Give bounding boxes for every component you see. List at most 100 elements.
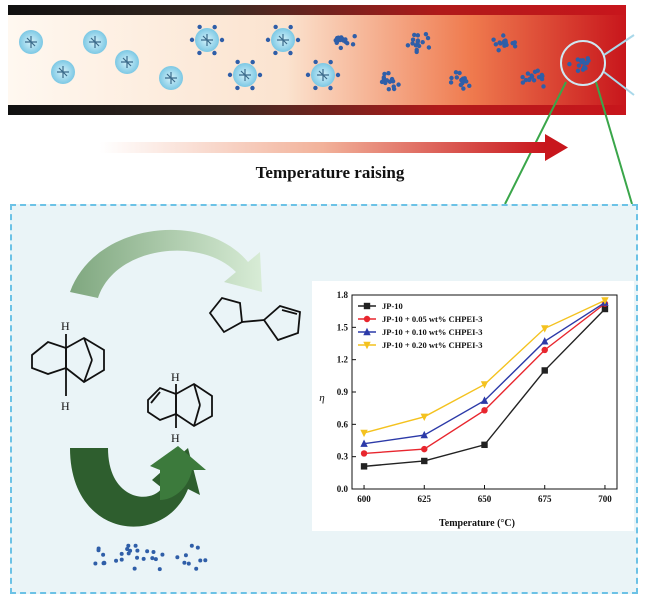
y-tick-label: 0.6 — [337, 419, 349, 429]
series-2 — [360, 300, 609, 457]
x-tick-label: 675 — [538, 494, 552, 504]
droplet-icon — [159, 66, 183, 90]
cluster-icon — [333, 34, 357, 51]
particle-dot — [135, 555, 140, 560]
particle-dot — [175, 555, 180, 560]
cluster-icon — [405, 31, 432, 55]
particle-dot — [145, 549, 150, 554]
x-tick-label: 650 — [478, 494, 492, 504]
particle-dot — [183, 553, 188, 558]
particle-dot — [133, 543, 138, 548]
particle-dot — [160, 552, 165, 557]
data-point — [481, 441, 488, 449]
data-point — [541, 346, 548, 354]
chart-svg: 600 625 650 675 700 0.0 0.3 0.6 0.9 1.2 1.5 1.8 JP-… — [319, 290, 618, 529]
y-tick-label: 1.8 — [337, 290, 349, 300]
particle-dot — [195, 545, 200, 550]
data-point — [541, 337, 549, 345]
cluster-icon — [448, 70, 472, 91]
y-tick-label: 1.2 — [337, 355, 349, 365]
data-point — [363, 315, 371, 323]
droplet-icon — [305, 59, 341, 91]
particle-dot — [151, 549, 156, 554]
droplet-icon — [83, 30, 107, 54]
droplet-icon — [51, 60, 75, 84]
particle-dot — [119, 551, 124, 556]
data-point — [360, 463, 368, 470]
y-tick-label: 0.9 — [337, 387, 349, 397]
particle-dot — [114, 558, 119, 563]
y-tick-label: 0.0 — [337, 484, 349, 494]
legend-entry: JP-10 + 0.10 wt% CHPEI-3 — [358, 327, 482, 337]
data-point — [363, 302, 371, 310]
data-point — [481, 407, 488, 414]
data-point — [480, 396, 489, 404]
data-point — [421, 457, 428, 465]
curved-arrow-icon — [70, 229, 262, 298]
droplet-icon — [265, 24, 301, 56]
particle-dot — [186, 561, 191, 566]
svg-text:H: H — [171, 431, 180, 445]
particle-dot — [182, 560, 187, 565]
particle-clusters — [333, 31, 591, 92]
particle-dot — [119, 557, 124, 562]
data-point — [363, 341, 371, 350]
cycloaddition-arrow-icon — [70, 446, 206, 527]
efficiency-chart: 600 625 650 675 700 0.0 0.3 0.6 0.9 1.2 1.5 1.8 JP-… — [312, 281, 634, 531]
y-tick-label: 0.3 — [337, 452, 349, 462]
data-point — [363, 327, 371, 336]
temperature-caption: Temperature raising — [255, 163, 405, 182]
series-4 — [360, 297, 609, 438]
droplet-icon — [227, 59, 263, 91]
particle-dot — [198, 558, 203, 563]
particle-dot — [126, 551, 131, 556]
legend-entry: JP-10 + 0.05 wt% CHPEI-3 — [358, 314, 482, 324]
y-axis-label: η — [319, 392, 324, 404]
particle-dot — [93, 561, 98, 566]
droplet-icon — [19, 30, 43, 54]
droplet-icon — [189, 24, 225, 56]
legend-entry: JP-10 + 0.20 wt% CHPEI-3 — [358, 340, 482, 350]
y-tick-label: 1.5 — [337, 322, 349, 332]
legend-label: JP-10 — [382, 301, 403, 311]
particle-dot — [125, 546, 130, 551]
particle-dots — [93, 543, 208, 572]
molecule-structure-icon: H H — [147, 370, 213, 445]
particle-dot — [150, 556, 155, 561]
data-point — [360, 429, 368, 438]
particle-dot — [157, 567, 162, 572]
particle-dot — [96, 546, 101, 551]
data-point — [601, 305, 609, 313]
data-point — [360, 439, 368, 447]
x-tick-label: 625 — [418, 494, 432, 504]
particle-dot — [135, 548, 140, 553]
svg-text:H: H — [171, 370, 180, 384]
cluster-icon — [491, 33, 518, 53]
cluster-icon — [379, 71, 401, 92]
data-point — [541, 367, 548, 374]
series-1 — [360, 305, 609, 470]
legend-label: JP-10 + 0.05 wt% CHPEI-3 — [382, 314, 482, 324]
legend-label: JP-10 + 0.10 wt% CHPEI-3 — [382, 327, 482, 337]
legend-entry: JP-10 — [358, 301, 403, 311]
x-tick-label: 600 — [357, 494, 371, 504]
particle-dot — [126, 543, 131, 548]
particle-dot — [194, 566, 199, 571]
x-axis-label: Temperature (°C) — [439, 518, 515, 529]
data-point — [421, 445, 428, 453]
temperature-gradient-bar — [8, 5, 626, 115]
data-point — [420, 413, 428, 421]
particle-dot — [203, 558, 208, 563]
svg-text:H: H — [61, 399, 70, 413]
x-tick-label: 700 — [598, 494, 612, 504]
legend-label: JP-10 + 0.20 wt% CHPEI-3 — [382, 340, 482, 350]
droplet-row — [19, 24, 341, 91]
cluster-icon — [520, 68, 546, 89]
data-point — [601, 297, 609, 305]
data-point — [480, 381, 489, 389]
svg-text:H: H — [61, 319, 70, 333]
data-point — [420, 430, 428, 439]
particle-dot — [189, 543, 194, 548]
data-point — [541, 325, 549, 333]
